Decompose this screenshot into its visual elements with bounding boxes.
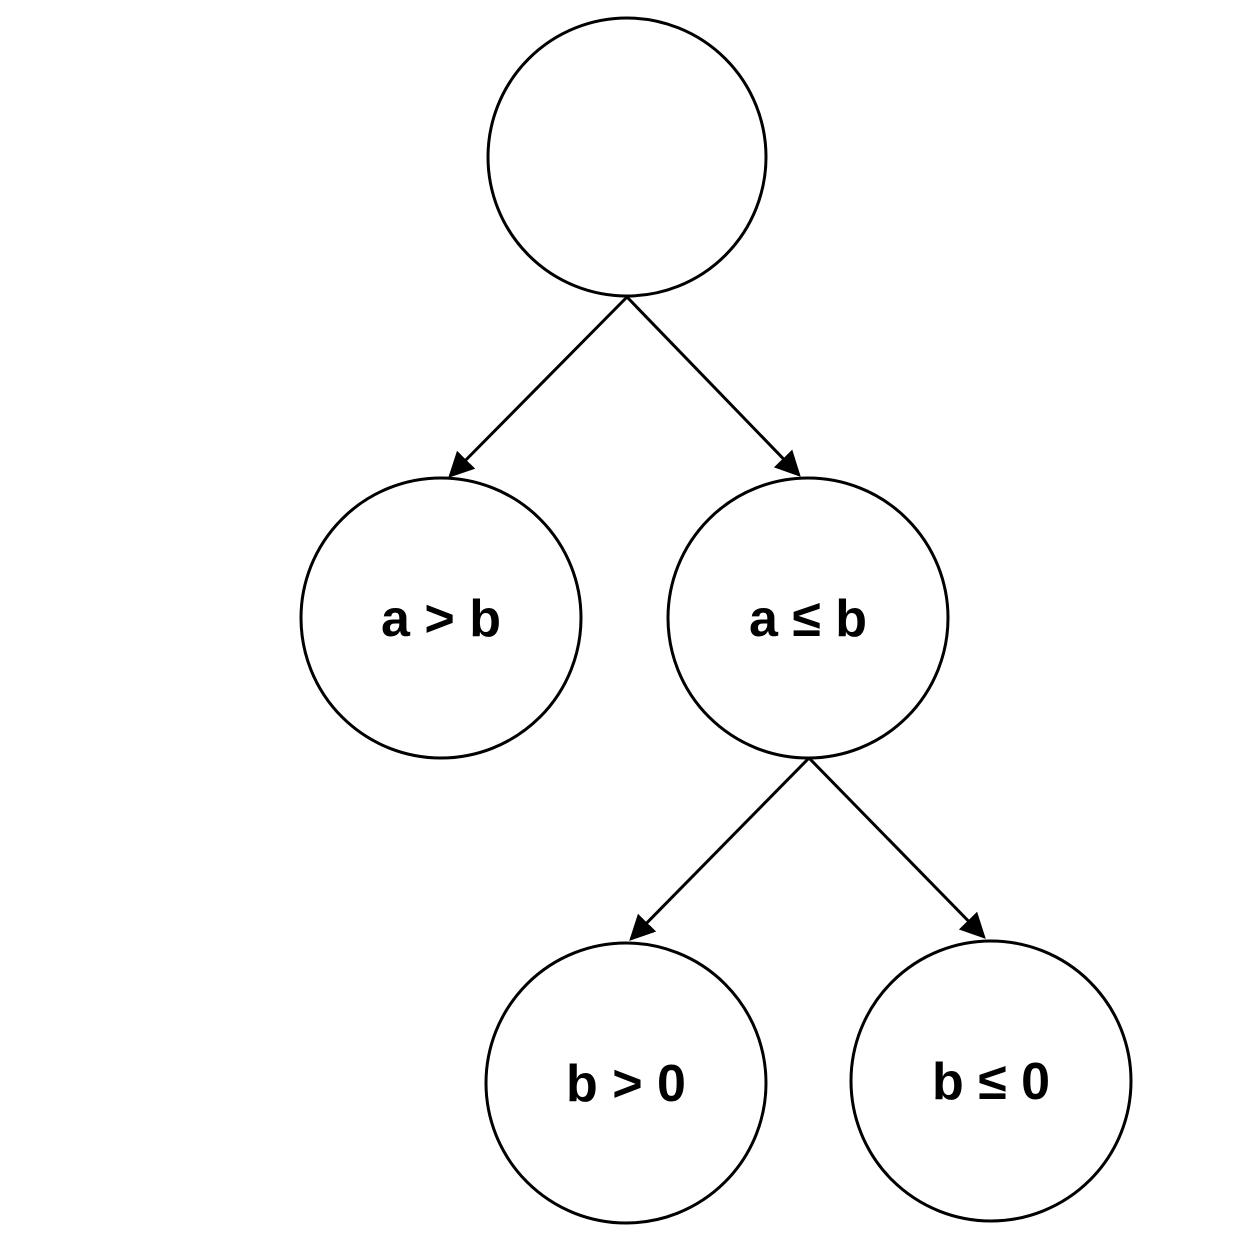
edge-root-to-left-child	[448, 295, 629, 478]
node-grand-right: b ≤ 0	[849, 939, 1133, 1223]
node-left-child-label: a > b	[381, 590, 501, 648]
node-root-circle	[486, 16, 768, 298]
node-grand-left-label: b > 0	[566, 1055, 686, 1113]
node-grand-left: b > 0	[484, 941, 768, 1225]
edge-right-child-to-grand-left	[629, 756, 811, 941]
node-right-child-label: a ≤ b	[749, 590, 867, 648]
edge-right-child-to-grand-right	[807, 756, 986, 939]
edge-root-to-right-child	[625, 295, 801, 477]
node-grand-right-label: b ≤ 0	[932, 1053, 1050, 1111]
tree-nodes: a > b a ≤ b b > 0 b ≤ 0	[299, 16, 1133, 1225]
node-left-child-circle	[299, 476, 583, 760]
node-right-child: a ≤ b	[666, 476, 950, 760]
node-left-child: a > b	[299, 476, 583, 760]
node-root	[486, 16, 768, 298]
tree-edges	[448, 295, 986, 941]
node-grand-right-circle	[849, 939, 1133, 1223]
node-grand-left-circle	[484, 941, 768, 1225]
node-right-child-circle	[666, 476, 950, 760]
